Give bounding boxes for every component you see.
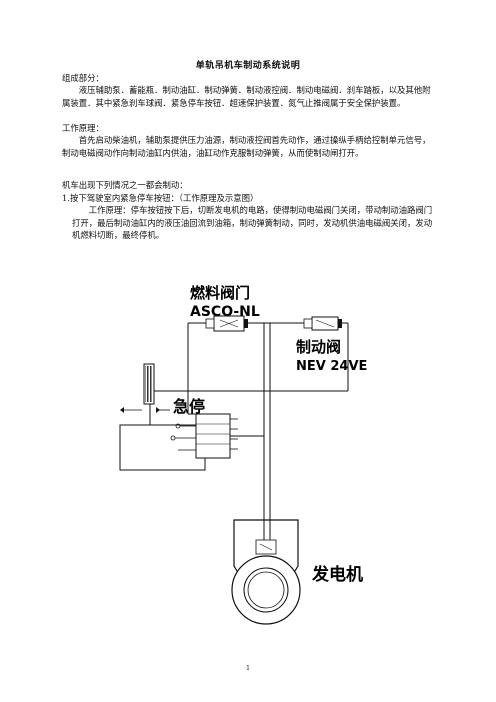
estop-label: 急停 [173,397,205,416]
document-title: 单轨吊机车制动系统说明 [195,61,301,71]
item1-body: 工作原理：停车按钮按下后，切断发电机的电路，使得制动电磁阀门关闭，带动制动油路阀… [72,205,433,240]
brake-valve-top-symbol [303,316,342,331]
brake-valve-label: 制动阀 [296,338,341,356]
estop-button-symbol [120,363,170,413]
composition-heading: 组成部分： [62,73,104,83]
generator-symbol [231,519,301,625]
brake-valve-model: NEV 24VE [296,359,367,374]
relay-block [170,413,238,459]
composition-body: 液压辅助泵．蓄能瓶．制动油缸．制动弹簧．制动液控阀．制动电磁阀．刹车踏板，以及其… [62,85,431,108]
item1-heading: 1.按下驾驶室内紧急停车按钮：（工作原理及示意图） [62,193,259,203]
generator-label: 发电机 [311,564,363,585]
page-number: 1 [246,665,250,672]
situations-heading: 机车出现下列情况之一都会制动： [62,180,188,190]
principle-heading: 工作原理： [62,123,104,133]
fuel-valve-label: 燃料阀门 [190,284,250,302]
principle-body: 首先启动柴油机，辅助泵提供压力油源，制动液控阀首先动作，通过操纵手柄给控制单元信… [62,135,431,158]
fuel-valve-symbol [205,315,248,332]
